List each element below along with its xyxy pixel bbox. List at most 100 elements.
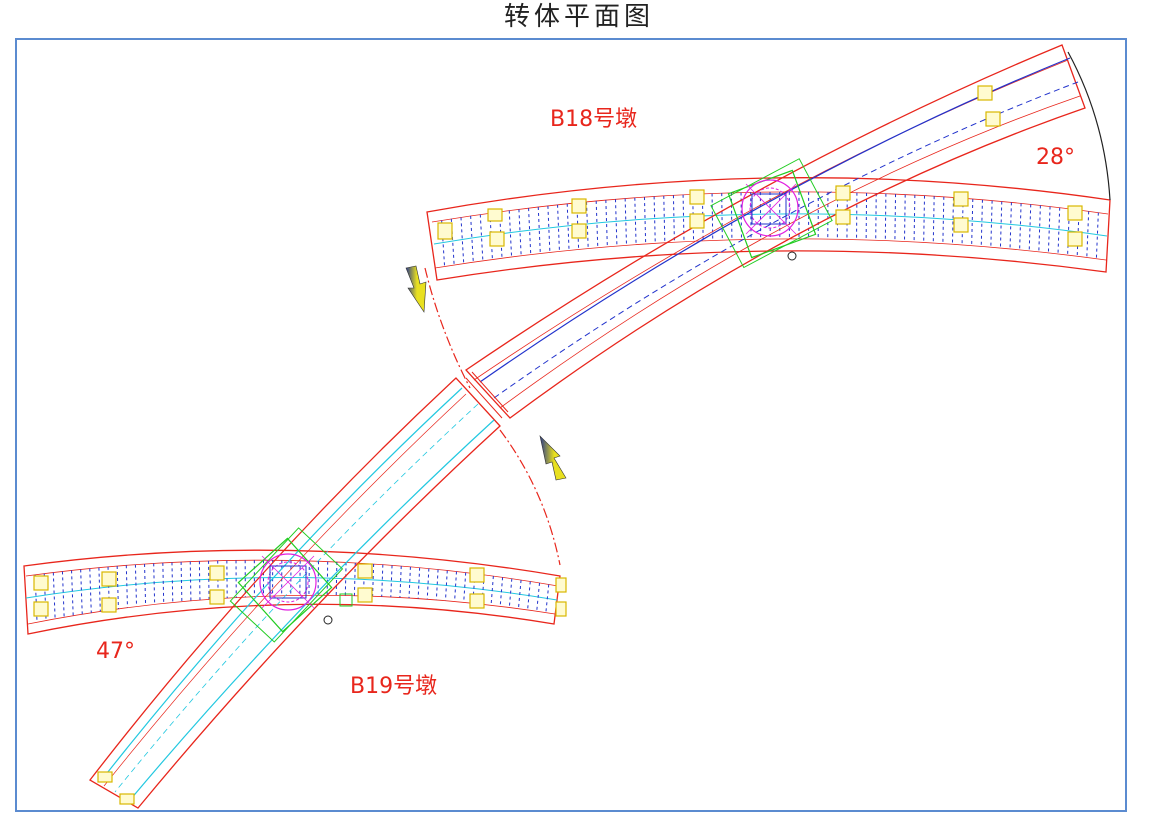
sleeper-tick (894, 194, 897, 241)
sleeper-tick (884, 193, 887, 241)
sleeper-tick (595, 200, 599, 248)
b19-bearings (33, 563, 567, 805)
sleeper-tick (528, 208, 532, 255)
sleeper-tick (518, 209, 522, 256)
sleeper-tick (508, 578, 513, 608)
sleeper-tick (721, 193, 723, 241)
sleeper-tick (1019, 203, 1022, 250)
sleeper-tick (460, 217, 465, 264)
sleeper-tick (682, 194, 685, 242)
page-title: 转体平面图 (503, 2, 654, 32)
sleeper-tick (162, 562, 165, 604)
sleeper-tick (1009, 202, 1012, 249)
sleeper-tick (971, 198, 974, 246)
sleeper-tick (536, 582, 541, 612)
b18-bearings (437, 85, 1083, 247)
sleeper-tick (444, 570, 448, 601)
sleeper-tick (1086, 211, 1090, 258)
b19-pier-label: B19号墩 (350, 674, 437, 699)
closure-gap (471, 371, 509, 413)
b18-pier (710, 158, 833, 269)
drawing-frame (15, 38, 1127, 812)
sleeper-tick (89, 568, 92, 613)
sleeper-tick (198, 561, 201, 601)
sleeper-tick (557, 204, 560, 252)
sleeper-tick (932, 196, 935, 243)
sleeper-tick (390, 565, 393, 598)
rotation-arrow-icon (405, 265, 427, 313)
b18-pier-label: B18号墩 (550, 107, 637, 132)
sleeper-tick (605, 200, 608, 247)
sleeper-tick (1047, 206, 1051, 253)
sleeper-tick (417, 567, 421, 599)
sleeper-tick (547, 205, 551, 253)
sleeper-tick (399, 566, 402, 598)
sleeper-tick (913, 195, 916, 242)
sleeper-tick (479, 214, 484, 261)
closure-gap (465, 377, 503, 419)
sleeper-tick (408, 566, 411, 599)
sleeper-tick (903, 194, 906, 242)
sleeper-tick (372, 564, 375, 597)
b18-swing-arc (424, 267, 471, 389)
sleeper-tick (98, 567, 101, 612)
sleeper-tick (875, 193, 877, 241)
sleeper-tick (490, 576, 494, 606)
sleeper-tick (923, 195, 926, 243)
sleeper-tick (653, 196, 656, 244)
sleeper-tick (134, 564, 138, 607)
sleeper-tick (435, 569, 439, 600)
sleeper-tick (426, 568, 430, 600)
sleeper-tick (566, 203, 570, 251)
b18-horizontal-beam (426, 177, 1111, 281)
sleeper-tick (517, 580, 522, 609)
sleeper-tick (942, 196, 945, 244)
sleeper-tick (454, 571, 457, 602)
sleeper-tick (180, 561, 183, 602)
sleeper-tick (80, 569, 83, 615)
b18-angle-label: 28° (1036, 145, 1075, 170)
b18-rotation-arc (1067, 51, 1111, 201)
sleeper-tick (730, 192, 733, 240)
sleeper-tick (1057, 207, 1061, 254)
sleeper-tick (586, 201, 589, 249)
sleeper-tick (1028, 204, 1032, 251)
sleeper-tick (499, 577, 504, 607)
sleeper-tick (153, 563, 156, 605)
sleeper-tick (951, 197, 954, 245)
b19-horizontal-beam (23, 549, 561, 635)
sleeper-tick (711, 193, 714, 241)
sleeper-tick (545, 584, 550, 613)
sleeper-tick (624, 198, 628, 246)
sleeper-tick (1038, 205, 1041, 252)
sleeper-tick (52, 572, 56, 619)
sleeper-tick (381, 564, 384, 597)
sleeper-tick (171, 562, 174, 603)
sleeper-tick (116, 566, 119, 609)
sleeper-tick (144, 563, 147, 606)
sleeper-tick (508, 210, 513, 257)
b19-pier (229, 527, 353, 643)
sleeper-tick (125, 565, 128, 608)
b19-diagonal-beam (89, 377, 501, 809)
b19-angle-label: 47° (96, 639, 135, 664)
sleeper-tick (61, 571, 65, 618)
sleeper-tick (990, 200, 993, 248)
sleeper-tick (980, 199, 983, 247)
sleeper-tick (189, 561, 192, 601)
sleeper-tick (71, 570, 74, 616)
sleeper-tick (470, 215, 474, 263)
sleeper-tick (999, 201, 1003, 249)
sleeper-tick (643, 197, 647, 244)
sleeper-tick (634, 197, 637, 245)
sleeper-tick (672, 195, 675, 243)
sleeper-tick (527, 581, 531, 610)
b19-swing-arc (499, 429, 561, 566)
sleeper-tick (614, 199, 618, 247)
rotation-arrow-icon (539, 435, 567, 481)
sleeper-tick (663, 195, 666, 243)
sleeper-tick (1095, 212, 1099, 259)
sleeper-tick (208, 560, 210, 600)
sleeper-tick (463, 572, 467, 603)
